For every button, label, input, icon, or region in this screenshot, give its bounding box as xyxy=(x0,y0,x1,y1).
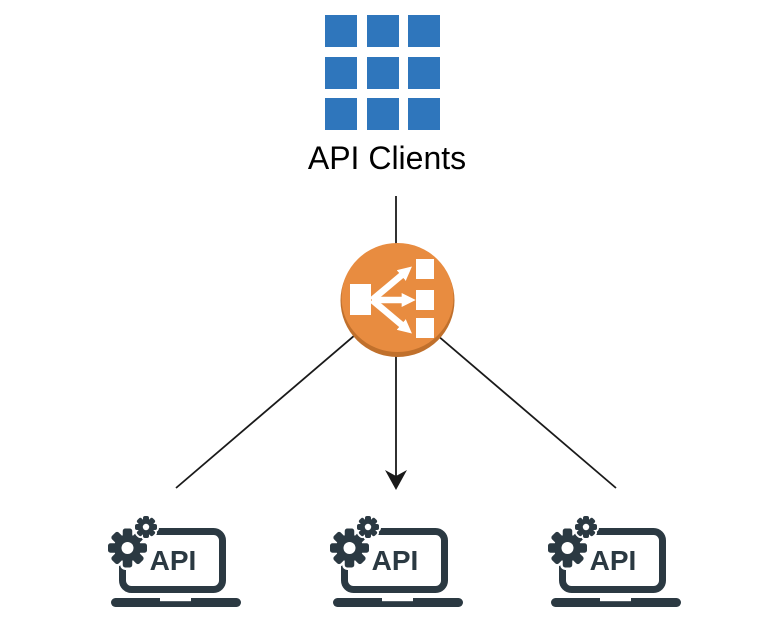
grid-square xyxy=(366,15,399,47)
arrowhead-down-icon xyxy=(385,470,407,490)
gear-small-icon xyxy=(133,514,159,540)
server-node-2: API xyxy=(327,513,468,609)
laptop-base-notch xyxy=(382,598,413,602)
grid-square xyxy=(366,56,399,89)
gear-large-icon xyxy=(545,526,590,570)
server-api-label: API xyxy=(590,545,637,576)
grid-3x3-icon xyxy=(325,15,440,130)
grid-square xyxy=(408,15,440,47)
laptop-base-notch xyxy=(160,598,191,602)
laptop-gears-icon: API xyxy=(105,514,241,607)
gear-large-icon xyxy=(327,526,372,570)
grid-square xyxy=(366,98,399,130)
lb-source-rect xyxy=(350,284,371,315)
grid-square xyxy=(325,15,357,47)
elastic-load-balancer-icon xyxy=(340,243,455,357)
lb-target-rect xyxy=(416,318,434,338)
laptop-base xyxy=(551,598,681,607)
server-node-3: API xyxy=(545,513,686,609)
laptop-base xyxy=(111,598,241,607)
gear-large-icon xyxy=(105,526,150,570)
grid-square xyxy=(408,98,440,130)
laptop-gears-icon: API xyxy=(327,514,463,607)
laptop-base-notch xyxy=(600,598,631,602)
laptop-base xyxy=(333,598,463,607)
grid-square xyxy=(325,56,357,89)
gear-small-icon xyxy=(355,514,381,540)
lb-fanout-arrow xyxy=(369,297,412,334)
grid-square xyxy=(325,98,357,130)
server-node-1: API xyxy=(105,513,246,609)
lb-fanout-arrow xyxy=(369,266,412,303)
laptop-gears-icon: API xyxy=(545,514,681,607)
grid-square xyxy=(408,56,440,89)
server-api-label: API xyxy=(150,545,197,576)
gear-small-icon xyxy=(573,514,599,540)
lb-target-rect xyxy=(416,290,434,310)
lb-target-rect xyxy=(416,259,434,279)
api-clients-label: API Clients xyxy=(307,140,467,176)
server-api-label: API xyxy=(372,545,419,576)
